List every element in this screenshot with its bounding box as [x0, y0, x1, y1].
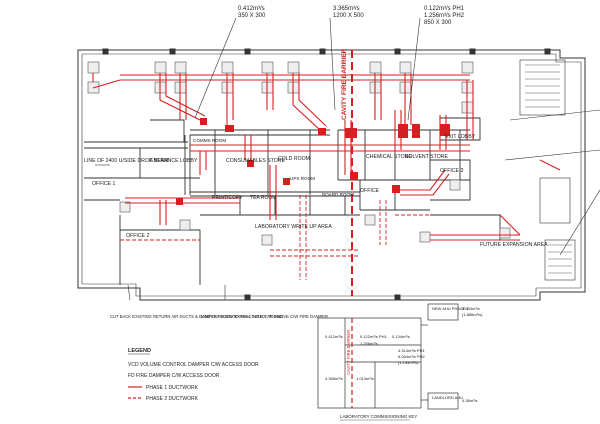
schematic-barrier: CAVITY FIRE BARRIER	[346, 330, 351, 375]
note-drop-beam: LINE OF 2400 U/SIDE DROP BEAM	[84, 158, 168, 164]
callout-3-line2: 1.256m³/s PH2	[424, 13, 465, 19]
room-office-1: OFFICE 1	[92, 181, 115, 187]
room-office-2: OFFICE 2	[126, 233, 149, 239]
schematic-landlord-ahu: LANDLORD AHU	[432, 395, 463, 400]
room-chemical-store: CHEMICAL STORE	[366, 154, 412, 160]
schematic-f2: 0.122m³/s PH1	[360, 334, 387, 339]
room-tea-room: TEA ROOM	[250, 195, 276, 201]
room-entrance-lobby: ENTRANCE LOBBY	[150, 158, 198, 164]
schematic-landlord-flow: 4.38m³/s	[462, 398, 478, 403]
schematic-f9: 1.013m³/s	[356, 376, 374, 381]
schematic-f6: 6.064m³/s PH2	[398, 354, 425, 359]
legend-heading: LEGEND	[128, 348, 151, 354]
legend-vcd: VCD VOLUME CONTROL DAMPER C/W ACCESS DOO…	[128, 362, 259, 368]
callout-2-line1: 3.365m³/s	[333, 6, 360, 12]
schematic-f8: 3.365m³/s	[325, 376, 343, 381]
note-tea-extract: 100Ø TEA ROOM EXTRACT DUCT TO ABOVE C/W …	[200, 314, 329, 319]
room-comms: COMMS ROOM	[193, 138, 226, 143]
fire-dampers	[176, 118, 450, 205]
room-cold-room: COLD ROOM	[278, 156, 310, 162]
room-exit-lobby: EXIT LOBBY	[445, 134, 476, 140]
room-lab-write-up: LABORATORY WRITE UP AREA	[255, 224, 332, 230]
callout-leaders	[95, 17, 600, 301]
legend-phase2: PHASE 2 DUCTWORK	[146, 396, 199, 402]
room-future-expansion: FUTURE EXPANSION AREA	[480, 242, 548, 248]
schematic-new-ahu-flow1: 2.534m³/s	[462, 306, 480, 311]
schematic-new-ahu-flow2: (1.886m³/s)	[462, 312, 483, 317]
callout-3-line1: 0.122m³/s PH1	[424, 6, 465, 12]
callout-1-line2: 350 X 300	[238, 13, 266, 19]
schematic-f1: 0.412m³/s	[325, 334, 343, 339]
schematic-new-ahu: NEW AHU PHASE 1	[432, 306, 469, 311]
room-consumables-store: CONSUMABLES STORE	[226, 158, 286, 164]
room-solvent-store: SOLVENT STORE	[405, 154, 448, 160]
room-office-4: OFFICE	[360, 188, 380, 194]
schematic-f4: 0.134m³/s	[392, 334, 410, 339]
legend-fd: FD FIRE DAMPER C/W ACCESS DOOR	[128, 373, 220, 379]
note-cut-back: CUT BACK EXISTING RETURN AIR DUCTS & DAM…	[110, 314, 284, 319]
phase2-ductwork	[120, 195, 430, 280]
schematic-f7: (1.134m³/s)	[398, 360, 419, 365]
room-board-room: BOARD ROOM	[322, 192, 354, 197]
legend-phase1: PHASE 1 DUCTWORK	[146, 385, 199, 391]
room-office-3: OFFICE 3	[440, 168, 463, 174]
callout-1-line1: 0.412m³/s	[238, 6, 265, 12]
callout-2-line2: 1200 X 500	[333, 13, 364, 19]
commissioning-schematic	[317, 303, 459, 410]
room-ups: UPS ROOM	[290, 176, 315, 181]
fire-barrier-label: CAVITY FIRE BARRIER	[341, 48, 348, 120]
building-outline	[77, 48, 586, 301]
callout-3-line3: 850 X 300	[424, 20, 452, 26]
internal-walls	[84, 117, 501, 285]
schematic-f5: 4.314m³/s PH1	[398, 348, 425, 353]
legend: LEGEND VCD VOLUME CONTROL DAMPER C/W ACC…	[128, 348, 259, 402]
schematic-title: LABORATORY COMMISSIONING KEY	[340, 414, 417, 419]
room-print-copy: PRINT/COPY	[212, 195, 243, 201]
schematic-f3: 1.256m³/s	[360, 341, 378, 346]
